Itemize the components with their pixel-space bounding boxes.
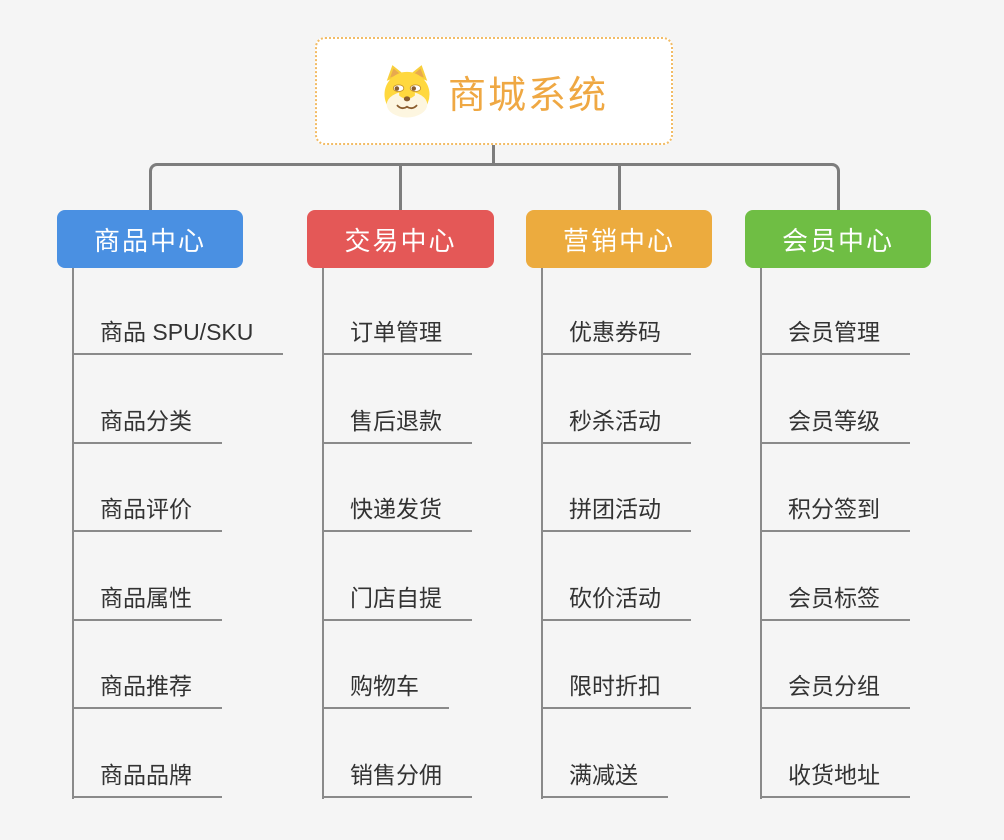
leaf-node[interactable]: 购物车 — [322, 621, 449, 709]
branch-node-marketing-center[interactable]: 营销中心 — [526, 210, 712, 268]
connector-spine-product — [72, 268, 74, 799]
leaf-node[interactable]: 销售分佣 — [322, 709, 472, 798]
connector-spine-trade — [322, 268, 324, 799]
branch-node-trade-center[interactable]: 交易中心 — [307, 210, 494, 268]
leaf-node[interactable]: 优惠券码 — [541, 268, 691, 355]
leaf-column-trade: 订单管理 售后退款 快递发货 门店自提 购物车 销售分佣 — [322, 268, 472, 798]
leaf-node[interactable]: 售后退款 — [322, 355, 472, 444]
connector-drop-marketing — [618, 164, 621, 210]
leaf-column-member: 会员管理 会员等级 积分签到 会员标签 会员分组 收货地址 — [760, 268, 910, 798]
leaf-node[interactable]: 商品品牌 — [72, 709, 222, 798]
leaf-node[interactable]: 门店自提 — [322, 532, 472, 621]
leaf-node[interactable]: 会员标签 — [760, 532, 910, 621]
leaf-node[interactable]: 收货地址 — [760, 709, 910, 798]
leaf-node[interactable]: 满减送 — [541, 709, 668, 798]
leaf-node[interactable]: 积分签到 — [760, 444, 910, 532]
connector-bus — [149, 163, 840, 210]
leaf-node[interactable]: 会员等级 — [760, 355, 910, 444]
leaf-node[interactable]: 会员分组 — [760, 621, 910, 709]
branch-label: 交易中心 — [344, 225, 457, 256]
leaf-node[interactable]: 商品 SPU/SKU — [72, 268, 284, 355]
leaf-column-marketing: 优惠券码 秒杀活动 拼团活动 砍价活动 限时折扣 满减送 — [541, 268, 691, 798]
root-node[interactable]: 商城系统 — [315, 37, 673, 145]
branch-label: 会员中心 — [781, 225, 894, 256]
leaf-node[interactable]: 商品分类 — [72, 355, 222, 444]
connector-drop-trade — [399, 164, 402, 210]
leaf-node[interactable]: 订单管理 — [322, 268, 472, 355]
leaf-node[interactable]: 商品评价 — [72, 444, 222, 532]
branch-node-product-center[interactable]: 商品中心 — [57, 210, 243, 268]
root-title: 商城系统 — [447, 74, 608, 117]
leaf-node[interactable]: 商品属性 — [72, 532, 222, 621]
branch-label: 营销中心 — [562, 225, 675, 256]
connector-root-drop — [492, 145, 495, 165]
leaf-column-product: 商品 SPU/SKU 商品分类 商品评价 商品属性 商品推荐 商品品牌 — [72, 268, 284, 798]
doge-icon — [384, 65, 430, 118]
leaf-node[interactable]: 商品推荐 — [72, 621, 222, 709]
leaf-node[interactable]: 限时折扣 — [541, 621, 691, 709]
leaf-node[interactable]: 快递发货 — [322, 444, 472, 532]
leaf-node[interactable]: 拼团活动 — [541, 444, 691, 532]
leaf-node[interactable]: 砍价活动 — [541, 532, 691, 621]
leaf-node[interactable]: 秒杀活动 — [541, 355, 691, 444]
leaf-node[interactable]: 会员管理 — [760, 268, 910, 355]
branch-label: 商品中心 — [93, 225, 206, 256]
branch-node-member-center[interactable]: 会员中心 — [745, 210, 931, 268]
connector-spine-marketing — [541, 268, 543, 799]
connector-spine-member — [760, 268, 762, 799]
